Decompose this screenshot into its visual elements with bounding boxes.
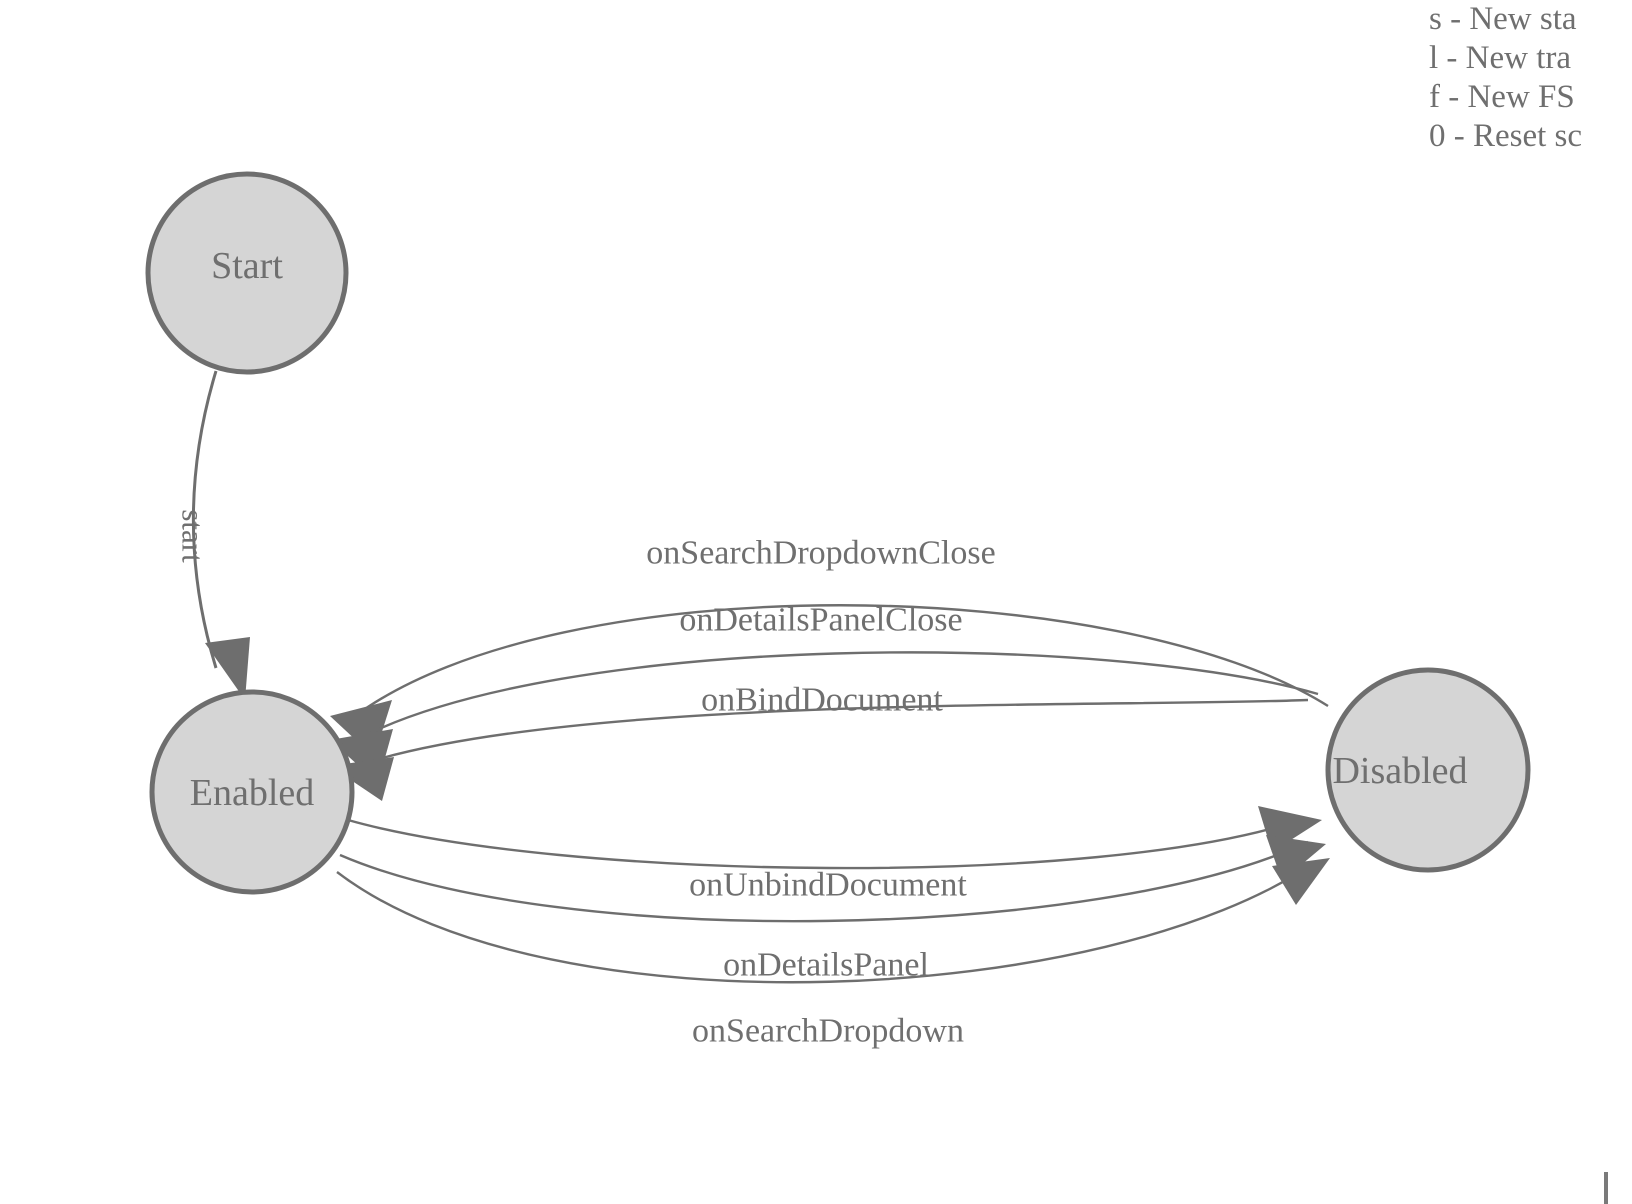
state-node-start-circle[interactable] xyxy=(145,171,349,375)
transition-onunbinddocument[interactable]: onUnbindDocument xyxy=(347,806,1322,904)
transition-start[interactable]: start xyxy=(176,370,251,700)
state-node-disabled-circle[interactable] xyxy=(1325,667,1531,873)
transition-ondetailspanelclose-label: onDetailsPanelClose xyxy=(679,602,962,639)
shortcut-new-fsm: f - New FS xyxy=(1429,79,1575,115)
state-node-start[interactable]: Start xyxy=(145,171,349,375)
shortcut-reset-scale: 0 - Reset sc xyxy=(1429,118,1583,154)
transition-ondetailspanel-path[interactable] xyxy=(339,840,1309,923)
state-node-enabled[interactable]: Enabled xyxy=(149,689,355,895)
transition-onbinddocument-path[interactable] xyxy=(349,698,1309,770)
shortcut-new-transition: l - New tra xyxy=(1429,40,1572,76)
state-node-disabled[interactable]: Disabled xyxy=(1325,667,1531,873)
transition-onsearchdropdown-path[interactable] xyxy=(336,861,1316,984)
transition-start-arrowhead xyxy=(205,637,250,700)
state-node-enabled-circle[interactable] xyxy=(149,689,355,895)
state-node-start-label: Start xyxy=(211,245,283,287)
state-node-disabled-label: Disabled xyxy=(1332,750,1467,792)
transition-onsearchdropdown-arrowhead xyxy=(1272,858,1330,905)
panel-corner-edge xyxy=(1604,1172,1632,1204)
transition-ondetailspanelclose-path[interactable] xyxy=(351,651,1319,744)
transition-onbinddocument-label: onBindDocument xyxy=(701,682,943,719)
transition-onunbinddocument-path[interactable] xyxy=(347,818,1301,870)
transition-onbinddocument[interactable]: onBindDocument xyxy=(330,682,1309,802)
transition-onsearchdropdownclose[interactable]: onSearchDropdownClose xyxy=(330,535,1329,758)
transition-onunbinddocument-label: onUnbindDocument xyxy=(689,867,967,904)
transition-ondetailspanel-label: onDetailsPanel xyxy=(723,947,929,984)
transition-onsearchdropdown[interactable]: onSearchDropdown xyxy=(336,858,1330,1050)
transition-onsearchdropdownclose-path[interactable] xyxy=(354,604,1329,717)
transition-start-path[interactable] xyxy=(192,370,218,669)
transition-start-label: start xyxy=(176,509,211,563)
transition-onsearchdropdownclose-label: onSearchDropdownClose xyxy=(646,535,995,572)
shortcut-new-state: s - New sta xyxy=(1429,1,1577,37)
keyboard-shortcuts-legend: s - New sta l - New tra f - New FS 0 - R… xyxy=(1429,0,1632,156)
transition-ondetailspanel[interactable]: onDetailsPanel xyxy=(339,835,1326,984)
state-node-enabled-label: Enabled xyxy=(190,772,315,814)
transition-ondetailspanelclose[interactable]: onDetailsPanelClose xyxy=(330,602,1319,784)
transition-onsearchdropdown-label: onSearchDropdown xyxy=(692,1013,964,1050)
